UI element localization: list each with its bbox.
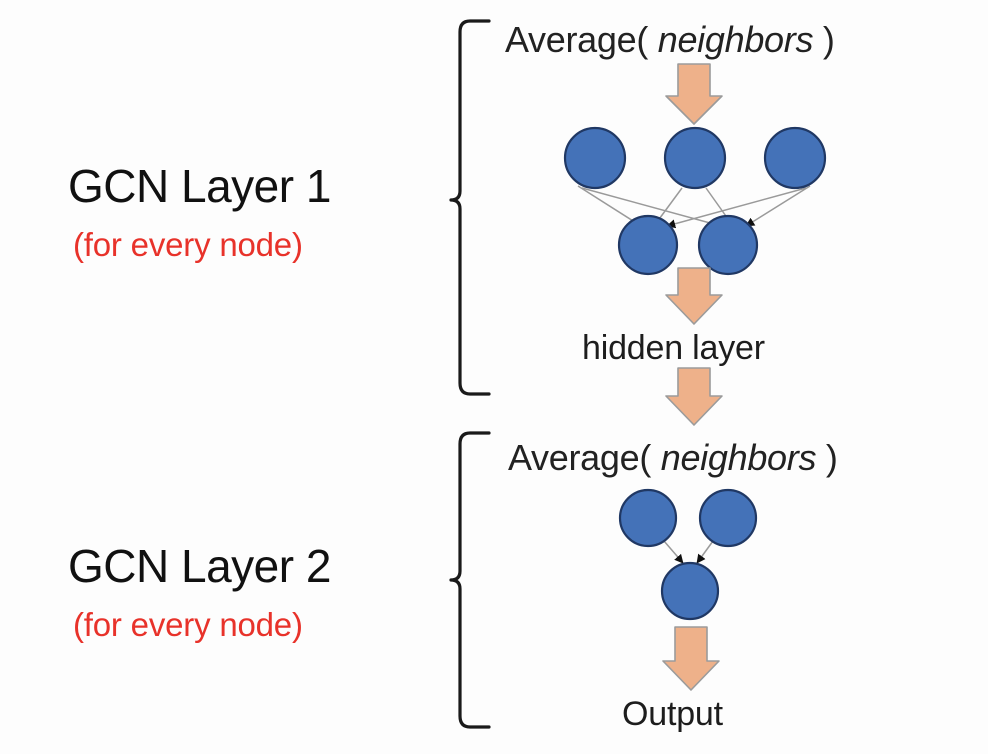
- arrow-layer1-to-hidden: [665, 267, 723, 325]
- edge-l2-t1-b1: [663, 540, 684, 564]
- layer1-nodes: [563, 126, 827, 276]
- layer-2-average-suffix: ): [825, 437, 838, 478]
- output-label: Output: [622, 695, 723, 733]
- layer-2-title: GCN Layer 2: [68, 540, 331, 592]
- node-l2-top-1: [618, 488, 678, 548]
- layer-1-title: GCN Layer 1: [68, 160, 331, 212]
- arrow-hidden-to-layer2: [665, 367, 723, 426]
- brace-layer-1: [449, 19, 491, 396]
- node-l2-bottom-1: [660, 561, 720, 621]
- node-l1-top-2: [663, 126, 727, 190]
- layer-1-average-prefix: Average(: [505, 19, 649, 60]
- layer-2-average-label: Average( neighbors ): [508, 440, 838, 476]
- edge-t3-b1: [666, 187, 807, 229]
- layer2-edges: [663, 540, 714, 564]
- hidden-layer-label: hidden layer: [582, 329, 765, 367]
- layer-1-average-label: Average( neighbors ): [505, 22, 835, 58]
- node-l1-top-3: [763, 126, 827, 190]
- node-l1-bottom-1: [617, 214, 679, 276]
- arrow-layer2-to-output: [662, 626, 720, 691]
- edge-t1-b2: [581, 187, 722, 229]
- node-l1-top-1: [563, 126, 627, 190]
- node-l1-bottom-2: [697, 214, 759, 276]
- layer-1-average-emphasis: neighbors: [657, 19, 814, 60]
- edge-l2-t2-b1: [696, 540, 714, 564]
- edge-t3-b2: [745, 185, 811, 227]
- brace-layer-2: [449, 431, 491, 729]
- node-l2-top-2: [698, 488, 758, 548]
- layer-1-subtitle: (for every node): [73, 226, 303, 263]
- layer-1-average-suffix: ): [822, 19, 835, 60]
- layer-2-average-prefix: Average(: [508, 437, 652, 478]
- edge-t1-b1: [577, 185, 642, 227]
- layer1-edges: [577, 185, 811, 229]
- layer2-nodes: [618, 488, 758, 621]
- layer-2-subtitle: (for every node): [73, 606, 303, 643]
- arrow-into-layer1-nodes: [665, 63, 723, 125]
- layer-2-average-emphasis: neighbors: [660, 437, 817, 478]
